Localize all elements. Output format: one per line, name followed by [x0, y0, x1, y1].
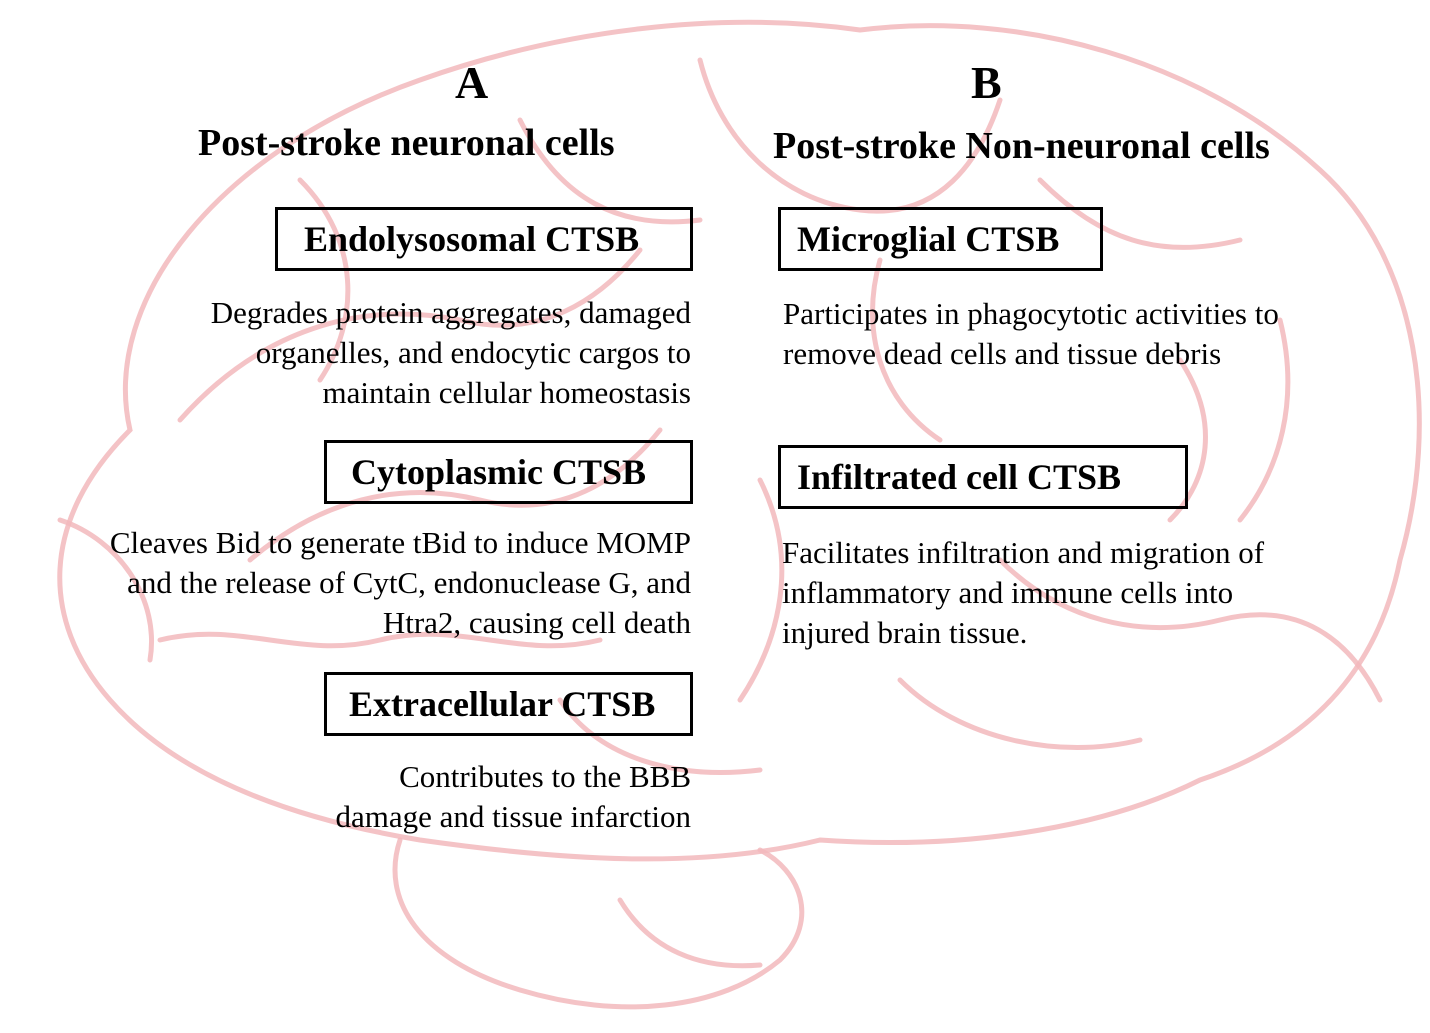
cytoplasmic-ctsb-label: Cytoplasmic CTSB — [351, 452, 647, 492]
description-line: Contributes to the BBB — [399, 759, 691, 794]
extracellular-ctsb-description: Contributes to the BBB damage and tissue… — [335, 757, 691, 837]
description-line: maintain cellular homeostasis — [322, 375, 691, 410]
description-line: Cleaves Bid to generate tBid to induce M… — [109, 525, 691, 560]
panel-b-title: Post-stroke Non-neuronal cells — [773, 125, 1270, 167]
description-line: Facilitates infiltration and migration o… — [782, 535, 1265, 570]
infiltrated-cell-ctsb-description: Facilitates infiltration and migration o… — [782, 533, 1264, 653]
extracellular-ctsb-box: Extracellular CTSB — [324, 672, 693, 736]
description-line: organelles, and endocytic cargos to — [255, 335, 691, 370]
microglial-ctsb-box: Microglial CTSB — [778, 207, 1103, 271]
description-line: Participates in phagocytotic activities … — [783, 296, 1279, 331]
description-line: damage and tissue infarction — [335, 799, 691, 834]
infiltrated-cell-ctsb-box: Infiltrated cell CTSB — [778, 445, 1188, 509]
microglial-ctsb-description: Participates in phagocytotic activities … — [783, 294, 1279, 374]
description-line: Degrades protein aggregates, damaged — [210, 295, 691, 330]
infiltrated-cell-ctsb-label: Infiltrated cell CTSB — [797, 457, 1121, 497]
panel-a-letter: A — [455, 57, 489, 108]
endolysosomal-ctsb-box: Endolysosomal CTSB — [275, 207, 693, 271]
endolysosomal-ctsb-label: Endolysosomal CTSB — [304, 219, 640, 259]
cytoplasmic-ctsb-description: Cleaves Bid to generate tBid to induce M… — [110, 523, 691, 643]
endolysosomal-ctsb-description: Degrades protein aggregates, damaged org… — [211, 293, 691, 413]
description-line: injured brain tissue. — [782, 615, 1028, 650]
description-line: Htra2, causing cell death — [382, 605, 691, 640]
extracellular-ctsb-label: Extracellular CTSB — [349, 684, 656, 724]
description-line: inflammatory and immune cells into — [782, 575, 1234, 610]
description-line: and the release of CytC, endonuclease G,… — [127, 565, 691, 600]
panel-b-letter: B — [971, 57, 1002, 108]
panel-a-title: Post-stroke neuronal cells — [198, 122, 615, 164]
microglial-ctsb-label: Microglial CTSB — [797, 219, 1060, 259]
cytoplasmic-ctsb-box: Cytoplasmic CTSB — [324, 440, 693, 504]
description-line: remove dead cells and tissue debris — [783, 336, 1222, 371]
